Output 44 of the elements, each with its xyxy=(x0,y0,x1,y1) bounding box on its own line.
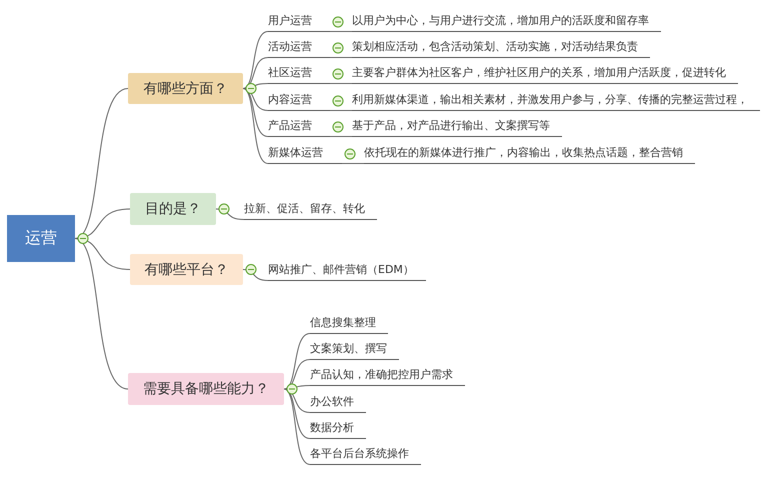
topic-box: 有哪些方面？ xyxy=(128,73,243,104)
branch-text: 办公软件 xyxy=(310,393,366,413)
connector-line xyxy=(242,88,268,164)
connector-line xyxy=(330,57,352,58)
branch-text: 依托现在的新媒体进行推广，内容输出，收集热点话题，整合营销 xyxy=(364,144,695,164)
branch-text: 文案策划、撰写 xyxy=(310,340,399,360)
connector-line xyxy=(216,208,244,220)
connector-line xyxy=(330,31,352,32)
connector-line xyxy=(74,238,128,390)
branch-text: 主要客户群体为社区客户，维护社区用户的关系，增加用户活跃度，促进转化 xyxy=(352,64,738,84)
subtopic-label: 内容运营 xyxy=(268,91,330,111)
connector-line xyxy=(330,136,352,137)
branch-text: 网站推广、邮件营销（EDM） xyxy=(268,261,426,281)
connector-line xyxy=(330,83,352,84)
connector-line xyxy=(284,359,310,390)
branch-text: 拉新、促活、留存、转化 xyxy=(244,200,377,220)
connector-line xyxy=(242,31,268,89)
branch-text: 产品认知，准确把控用户需求 xyxy=(310,366,465,386)
connector-line xyxy=(284,333,310,390)
topic-box: 有哪些平台？ xyxy=(130,254,243,285)
connector-line xyxy=(342,163,364,164)
connector-line xyxy=(74,238,130,270)
connector-line xyxy=(242,269,268,281)
root-topic-box: 运营 xyxy=(7,215,75,262)
subtopic-label: 用户运营 xyxy=(268,12,330,32)
topic-box: 目的是？ xyxy=(130,193,216,225)
connector-line xyxy=(74,88,128,239)
connector-line xyxy=(330,110,352,111)
subtopic-label: 新媒体运营 xyxy=(268,144,342,164)
branch-text: 以用户为中心，与用户进行交流，增加用户的活跃度和留存率 xyxy=(352,12,661,32)
branch-text: 数据分析 xyxy=(310,419,366,439)
branch-text: 信息搜集整理 xyxy=(310,314,388,334)
connector-line xyxy=(242,88,268,111)
subtopic-label: 产品运营 xyxy=(268,117,330,137)
branch-text: 各平台后台系统操作 xyxy=(310,445,421,465)
connector-line xyxy=(284,388,310,465)
connector-line xyxy=(242,57,268,89)
topic-box: 需要具备哪些能力？ xyxy=(128,373,284,405)
subtopic-label: 社区运营 xyxy=(268,64,330,84)
branch-text: 基于产品，对产品进行输出、文案撰写等 xyxy=(352,117,562,137)
branch-text: 策划相应活动，包含活动策划、活动实施，对活动结果负责 xyxy=(352,38,650,58)
connector-line xyxy=(284,388,310,413)
subtopic-label: 活动运营 xyxy=(268,38,330,58)
branch-text: 利用新媒体渠道，输出相关素材，并激发用户参与，分享、传播的完整运营过程， xyxy=(352,91,760,111)
